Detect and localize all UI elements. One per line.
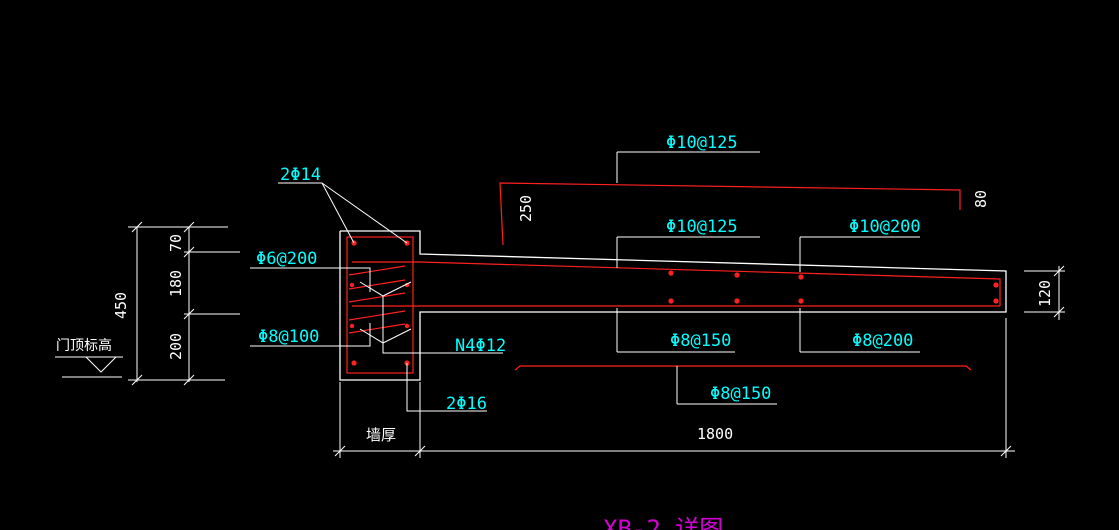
dim-wall-thickness: 墙厚 [366, 426, 396, 444]
rebar-dot [993, 282, 999, 288]
anchor-tie [348, 265, 406, 276]
rebar-dot [798, 274, 804, 280]
rebar-dot [993, 298, 999, 304]
rebar-dot [351, 360, 357, 366]
label-slab-top-far: Φ10@200 [849, 217, 921, 237]
dim-seg-top: 70 [167, 234, 185, 252]
dim-end-hook: 80 [972, 190, 990, 208]
waist-tie [359, 281, 412, 297]
dim-slab-thickness: 120 [1036, 280, 1054, 307]
dim-total-height: 450 [112, 292, 130, 319]
anchor-tie [348, 292, 406, 303]
label-slab-top-long: Φ10@125 [666, 133, 738, 153]
anchor-tie [348, 323, 406, 334]
rebar-dot [349, 323, 355, 329]
label-slab-top-near: Φ10@125 [666, 217, 738, 237]
dimension-lines [55, 221, 1065, 458]
label-top-bars-beam: 2Φ14 [280, 165, 321, 185]
rebar-group [346, 182, 1001, 374]
rebar-dot [404, 323, 410, 329]
label-slab-bottom-far: Φ8@200 [852, 331, 913, 351]
rebar-dot [349, 282, 355, 288]
drawing-title: XB-2 详图 [603, 515, 723, 530]
annotation-lines [250, 151, 920, 412]
anchor-tie [348, 310, 406, 321]
dim-cantilever-length: 1800 [697, 425, 733, 443]
dim-hook-len: 250 [517, 195, 535, 222]
beam-stirrup [346, 236, 414, 374]
distribution-bar [514, 365, 972, 371]
slab-top-bar [352, 261, 1001, 306]
elevation-label: 门顶标高 [56, 337, 112, 354]
dim-seg-bottom: 200 [167, 333, 185, 360]
rebar-dot [734, 272, 740, 278]
label-bottom-bars-beam: 2Φ16 [446, 394, 487, 414]
label-lower-stirrup: Φ8@100 [258, 327, 319, 347]
concrete-outline [339, 230, 1007, 381]
rebar-dot [798, 298, 804, 304]
anchor-tie [348, 279, 406, 290]
dim-seg-mid: 180 [167, 270, 185, 297]
label-waist-bars: N4Φ12 [455, 336, 506, 356]
label-stirrup-beam: Φ6@200 [256, 249, 317, 269]
hooked-top-bar [499, 182, 961, 246]
waist-tie [359, 328, 412, 344]
rebar-dot [734, 298, 740, 304]
label-slab-bottom-near: Φ8@150 [670, 331, 731, 351]
rebar-dot [668, 298, 674, 304]
rebar-dot [668, 270, 674, 276]
label-slab-bottom-dist: Φ8@150 [710, 384, 771, 404]
